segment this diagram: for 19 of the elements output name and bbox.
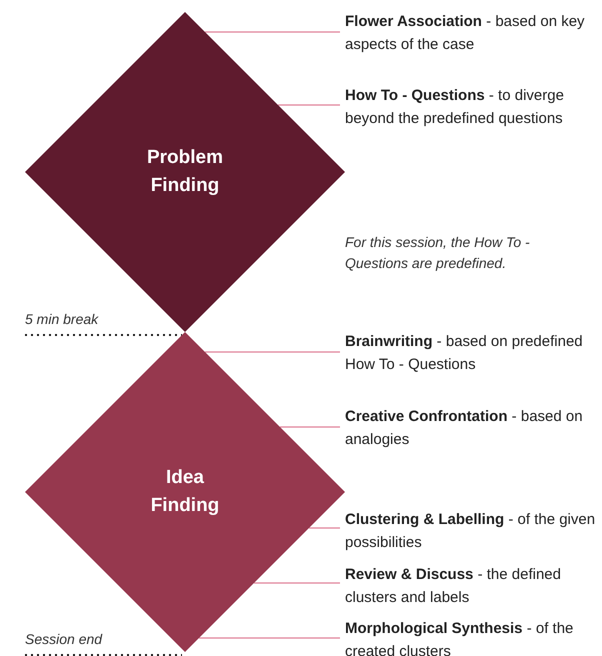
leader-line [278,104,340,106]
leader-line [205,31,340,33]
break-label: Session end [25,630,104,649]
step-description: Review & Discuss - the defined clusters and labels [345,563,602,609]
phase-title: Problem Finding [146,146,224,198]
step-description: Creative Confrontation - based on analogies [345,405,602,451]
leader-line [199,637,340,639]
break-label: 5 min break [25,310,100,329]
leader-line [254,582,340,584]
leader-line [205,351,340,353]
step-description: Clustering & Labelling - of the given possibilities [345,508,602,554]
leader-line [309,527,340,529]
phase-title: Idea Finding [150,466,220,518]
leader-line [280,426,340,428]
step-description: Flower Association - based on key aspects of the case [345,10,602,56]
session-note: For this session, the How To - Questions are predefined. [345,233,531,273]
step-description: How To - Questions - to diverge beyond the predefined questions [345,84,602,130]
step-description: Brainwriting - based on predefined How To - Questions [345,330,602,376]
step-description: Morphological Synthesis - of the created clusters [345,617,602,656]
